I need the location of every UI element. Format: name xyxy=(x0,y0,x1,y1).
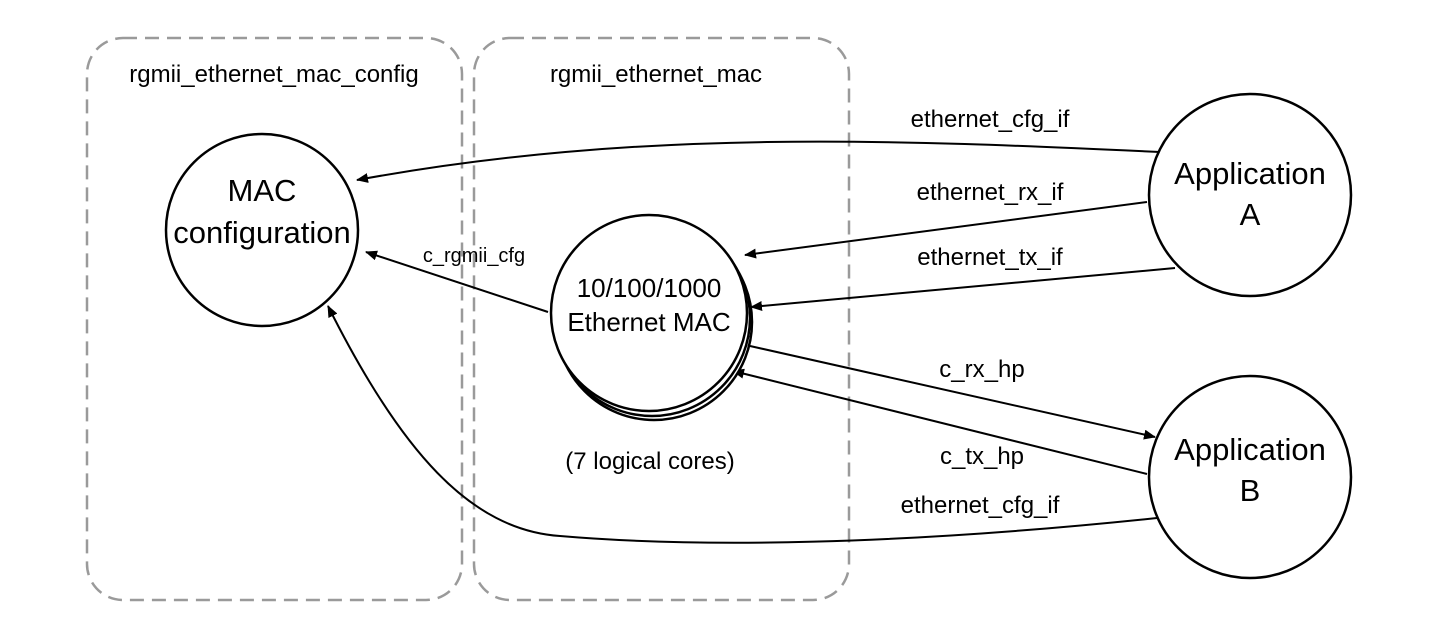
edge-rx-hp-label: c_rx_hp xyxy=(939,356,1024,383)
node-mac-config-line-1: MAC xyxy=(228,173,297,208)
node-ethernet-mac-circle xyxy=(549,213,749,413)
group-config-label: rgmii_ethernet_mac_config xyxy=(129,61,419,88)
group-mac: rgmii_ethernet_mac xyxy=(472,36,851,602)
group-config: rgmii_ethernet_mac_config xyxy=(85,36,464,602)
node-app-b-line-2: B xyxy=(1240,473,1261,508)
node-mac-config: MAC configuration xyxy=(164,132,360,328)
edge-rx-hp xyxy=(749,345,1156,440)
edge-tx-hp-label: c_tx_hp xyxy=(940,443,1024,470)
edge-a-tx-label: ethernet_tx_if xyxy=(917,244,1063,271)
group-mac-label: rgmii_ethernet_mac xyxy=(550,61,762,88)
node-mac-config-line-2: configuration xyxy=(173,215,351,250)
edge-labels: ethernet_cfg_if ethernet_rx_if ethernet_… xyxy=(423,106,1070,519)
group-config-box xyxy=(85,36,464,602)
edge-tx-hp xyxy=(732,368,1148,475)
node-ethernet-mac-line-1: 10/100/1000 xyxy=(577,273,722,303)
node-ethernet-mac-note: (7 logical cores) xyxy=(565,448,734,475)
edges xyxy=(327,140,1176,544)
node-ethernet-mac: 10/100/1000 Ethernet MAC (7 logical core… xyxy=(549,213,754,475)
node-app-a-line-2: A xyxy=(1240,197,1261,232)
group-mac-box xyxy=(472,36,851,602)
edge-a-tx xyxy=(750,267,1176,311)
edge-a-cfg-label: ethernet_cfg_if xyxy=(911,106,1070,133)
node-app-a: Application A xyxy=(1147,92,1353,298)
node-app-a-line-1: Application xyxy=(1174,156,1326,191)
node-app-b-circle xyxy=(1147,374,1353,580)
edge-a-rx xyxy=(744,201,1148,259)
node-app-b-line-1: Application xyxy=(1174,432,1326,467)
node-app-b: Application B xyxy=(1147,374,1353,580)
edge-rgmii-cfg xyxy=(365,250,549,313)
edge-a-cfg xyxy=(356,140,1161,183)
edge-b-cfg-label: ethernet_cfg_if xyxy=(901,492,1060,519)
edge-b-cfg xyxy=(327,305,1158,544)
node-ethernet-mac-line-2: Ethernet MAC xyxy=(567,307,730,337)
node-app-a-circle xyxy=(1147,92,1353,298)
edge-rgmii-cfg-label: c_rgmii_cfg xyxy=(423,245,525,267)
node-mac-config-circle xyxy=(164,132,360,328)
edge-a-rx-label: ethernet_rx_if xyxy=(917,179,1064,206)
